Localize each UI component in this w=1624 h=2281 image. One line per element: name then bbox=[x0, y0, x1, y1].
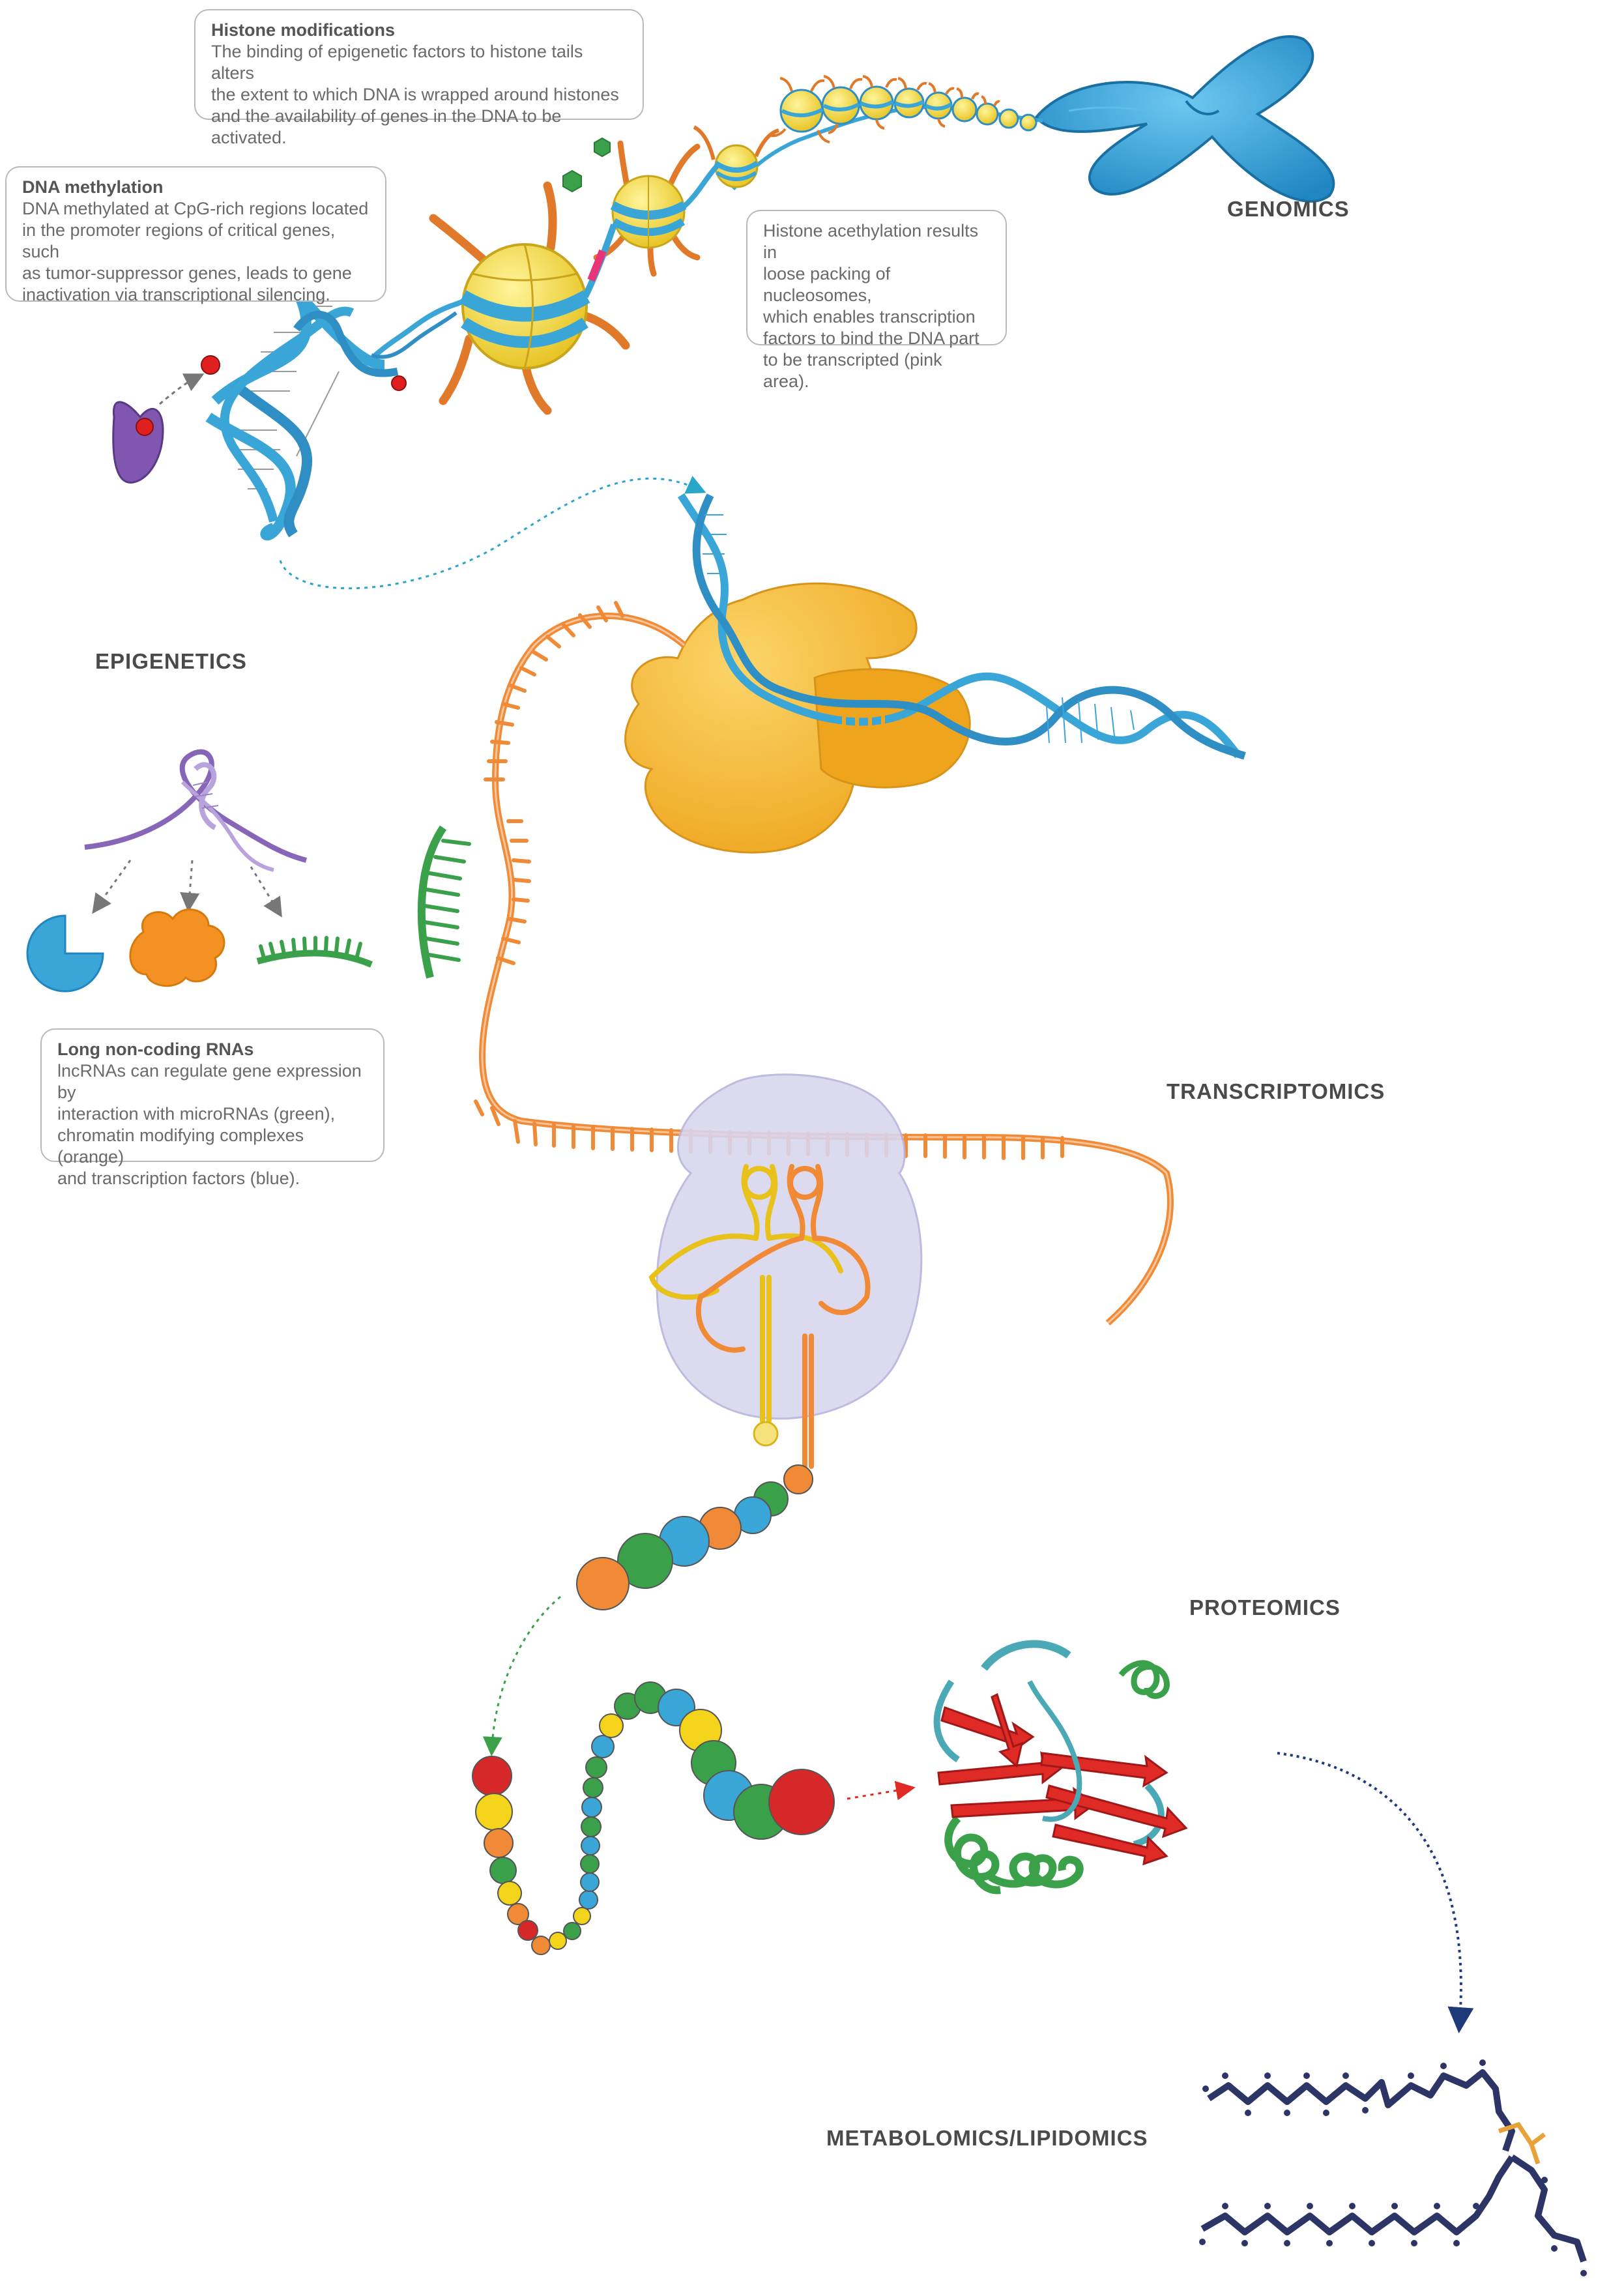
folded-protein bbox=[933, 1640, 1188, 1895]
section-label-metabolomics: METABOLOMICS/LIPIDOMICS bbox=[826, 2126, 1148, 2150]
lipid-molecule bbox=[1200, 2069, 1587, 2263]
epigenetic-factor-hexagons bbox=[562, 137, 611, 193]
section-label-epigenetics: EPIGENETICS bbox=[95, 649, 247, 673]
mrna-strand bbox=[474, 601, 1174, 1326]
trna-yellow bbox=[648, 1164, 843, 1423]
dna-helix-epigenetics bbox=[205, 284, 468, 541]
arrow-chain-to-folded bbox=[847, 1780, 916, 1801]
callout-body: DNA methylated at CpG-rich regions locat… bbox=[22, 199, 369, 304]
nascent-peptide bbox=[576, 1464, 813, 1610]
callout-dna-methylation: DNA methylation DNA methylated at CpG-ri… bbox=[5, 166, 386, 304]
lipid-phosphate-group bbox=[1498, 2121, 1546, 2165]
section-label-transcriptomics: TRANSCRIPTOMICS bbox=[1167, 1079, 1385, 1103]
trna-anticodon-bead bbox=[753, 1421, 779, 1447]
polypeptide-chain bbox=[472, 1681, 835, 1955]
callout-histone-modifications: Histone modifications The binding of epi… bbox=[194, 9, 644, 147]
rna-polymerase bbox=[624, 582, 971, 854]
linker-dna bbox=[582, 164, 719, 298]
arrow-protein-to-metabolite bbox=[1277, 1752, 1474, 2033]
dna-helix-transcription bbox=[677, 493, 1246, 760]
callout-title: Histone modifications bbox=[211, 20, 396, 40]
methyl-binding-protein bbox=[112, 401, 164, 484]
chromatin-complex-orange bbox=[129, 908, 225, 987]
chromosome bbox=[1034, 35, 1335, 203]
lncrna-molecule bbox=[84, 749, 307, 872]
arrow-dna-to-transcription bbox=[279, 476, 706, 590]
arrow-peptide-to-protein bbox=[482, 1595, 561, 1756]
nucleosome-large bbox=[429, 181, 630, 415]
section-label-genomics: GENOMICS bbox=[1227, 197, 1350, 221]
callout-body: lncRNAs can regulate gene expression by … bbox=[57, 1061, 362, 1188]
lncrna-arrows bbox=[92, 860, 282, 918]
trna-orange bbox=[695, 1164, 871, 1469]
chromatin-fiber bbox=[731, 75, 1043, 190]
ribosome bbox=[656, 1073, 923, 1420]
methyl-groups bbox=[201, 355, 407, 391]
microrna-bound bbox=[417, 825, 471, 979]
section-label-proteomics: PROTEOMICS bbox=[1189, 1595, 1341, 1620]
nucleosome-medium bbox=[593, 140, 701, 277]
callout-histone-acetylation: Histone acethylation results in loose pa… bbox=[746, 210, 1007, 391]
callout-long-noncoding-rnas: Long non-coding RNAs lncRNAs can regulat… bbox=[40, 1028, 384, 1188]
callout-title: Long non-coding RNAs bbox=[57, 1039, 254, 1059]
arrow-methylation bbox=[159, 373, 205, 405]
lipid-hydrogens bbox=[1199, 2059, 1587, 2276]
microrna-green-free bbox=[256, 936, 373, 968]
callout-title: DNA methylation bbox=[22, 177, 164, 197]
callout-body: Histone acethylation results in loose pa… bbox=[763, 221, 979, 391]
transcription-factor-blue bbox=[26, 914, 104, 993]
callout-body: The binding of epigenetic factors to his… bbox=[211, 42, 619, 147]
